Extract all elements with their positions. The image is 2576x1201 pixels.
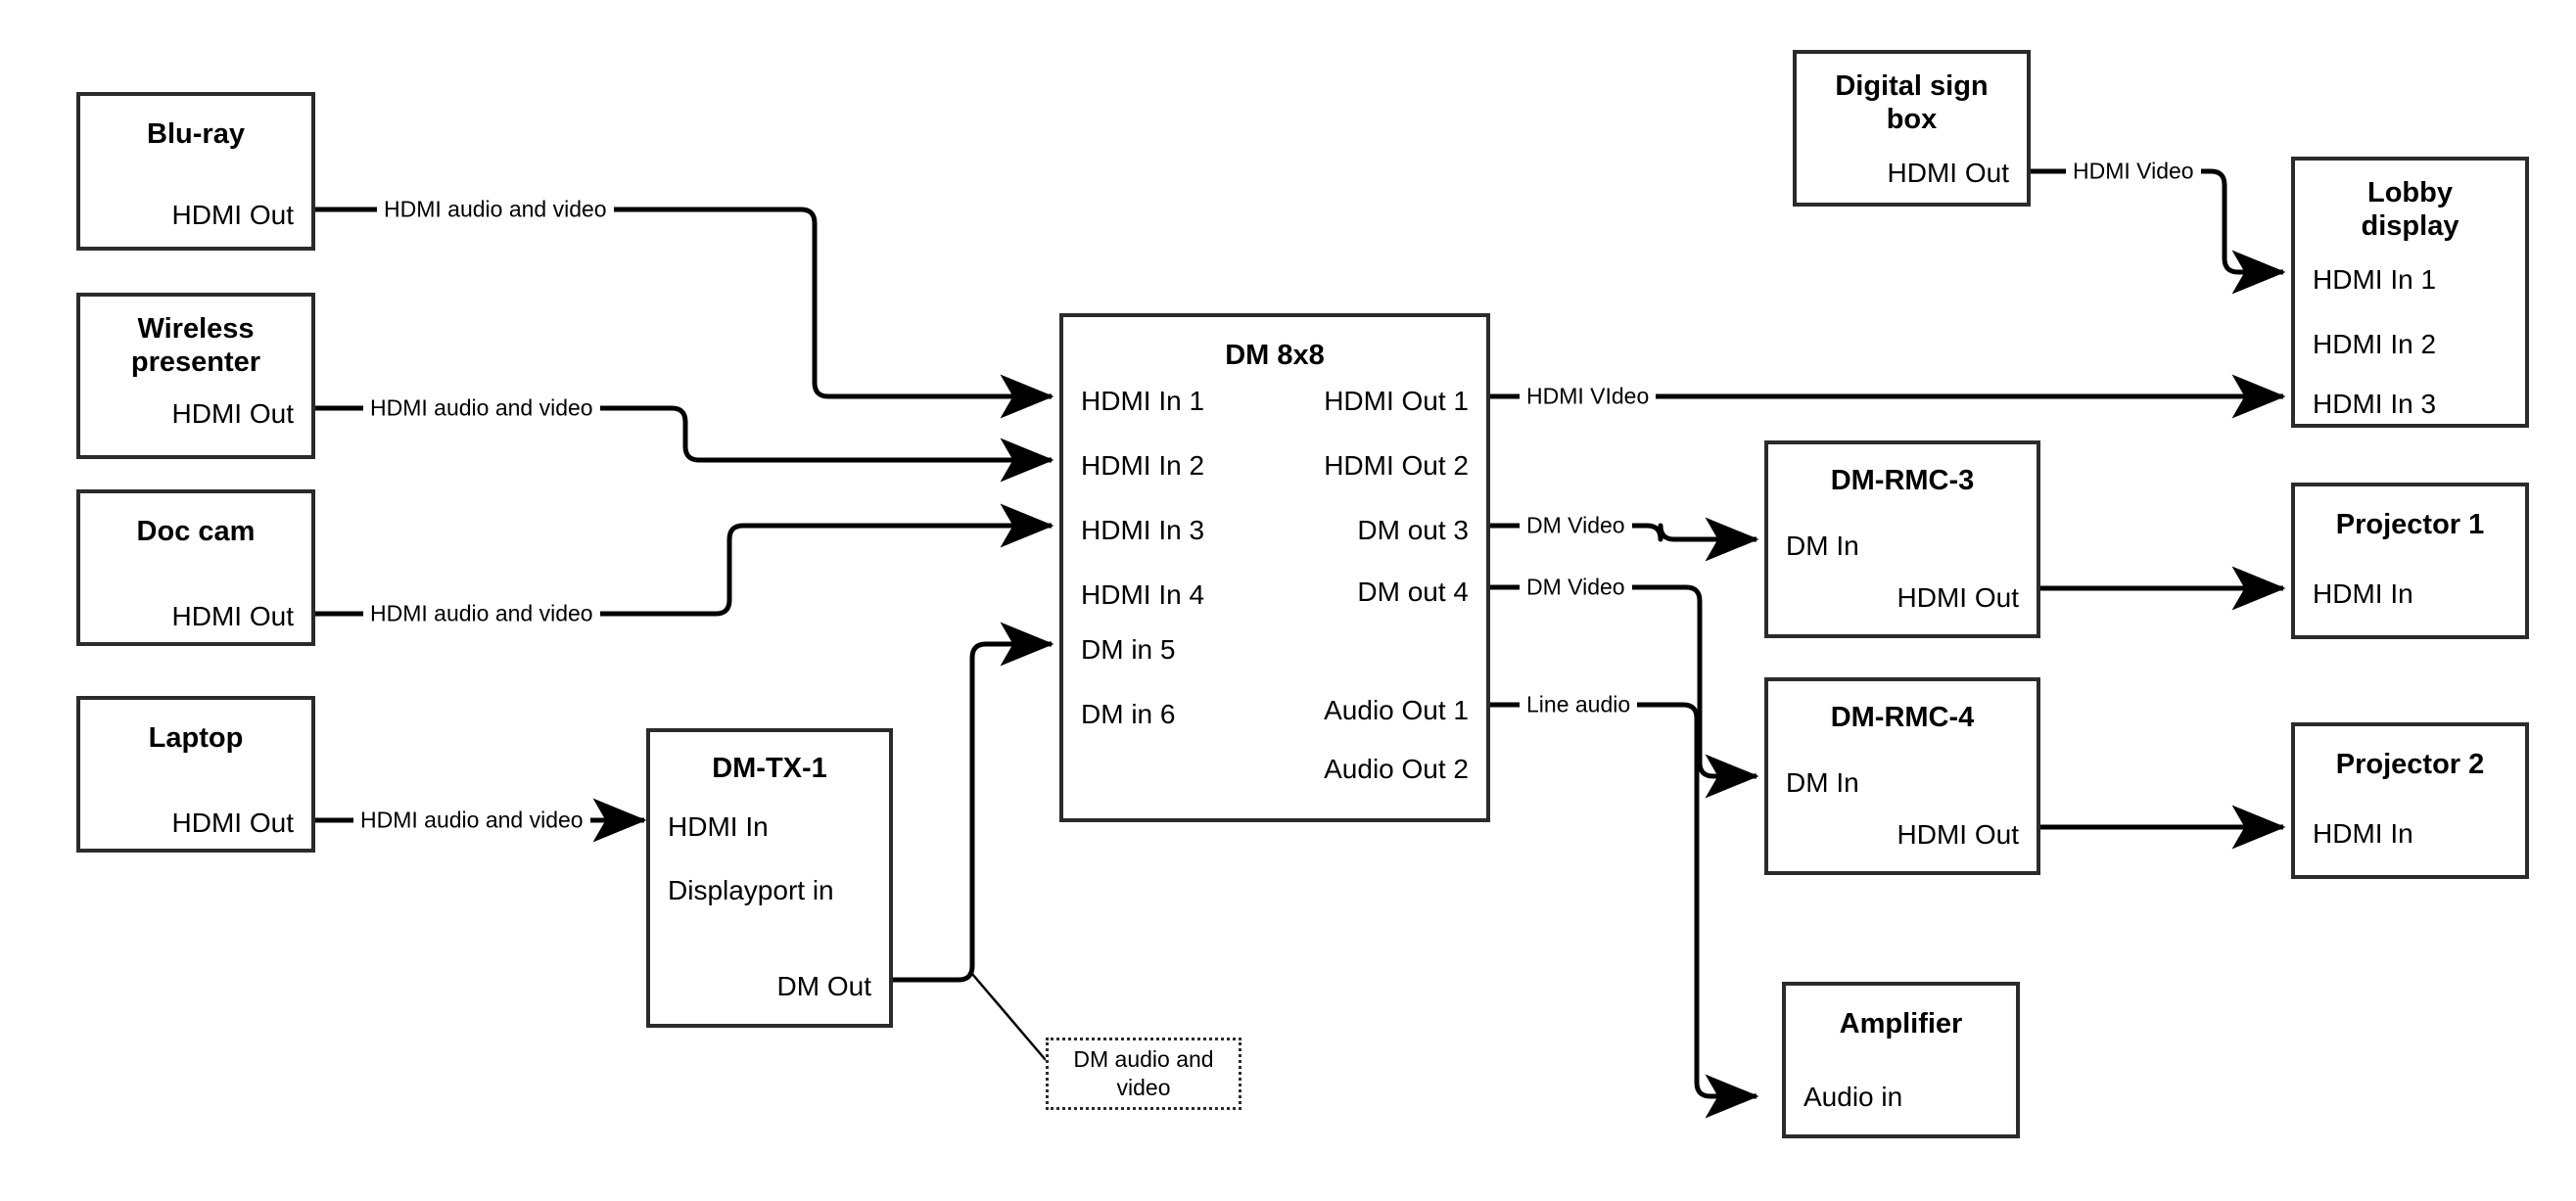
node-digital-sign-box-port-hdmi-out: HDMI Out [1887, 158, 2009, 188]
node-lobby-display-port-hdmi-in-1: HDMI In 1 [2313, 264, 2437, 295]
node-bluray-port-hdmi-out: HDMI Out [171, 200, 294, 230]
node-bluray[interactable]: Blu-ray HDMI Out [76, 92, 315, 251]
node-dm-8x8-port-dm-out-3: DM out 3 [1357, 515, 1469, 545]
node-dm-8x8-port-hdmi-in-1: HDMI In 1 [1081, 386, 1205, 416]
wire-callout-leader [971, 973, 1047, 1061]
node-wireless-presenter-title: Wireless presenter [130, 313, 261, 379]
node-dm-tx-1-port-hdmi-in: HDMI In [668, 811, 769, 842]
node-dm-8x8-port-hdmi-in-2: HDMI In 2 [1081, 450, 1205, 481]
node-projector-2-title: Projector 2 [2335, 749, 2485, 780]
node-dm-rmc-4-port-dm-in: DM In [1786, 767, 1859, 798]
node-dm-8x8-port-hdmi-out-2: HDMI Out 2 [1324, 450, 1469, 481]
node-dm-rmc-4[interactable]: DM-RMC-4 DM In HDMI Out [1764, 677, 2040, 875]
node-dm-tx-1-port-displayport-in: Displayport in [668, 875, 834, 905]
wire-label-wireless: HDMI audio and video [363, 396, 600, 420]
node-projector-2-port-hdmi-in: HDMI In [2313, 818, 2413, 849]
node-dm-rmc-3-port-dm-in: DM In [1786, 531, 1859, 561]
wire-bluray-to-dm-in1 [315, 207, 1054, 419]
node-doc-cam-title: Doc cam [136, 516, 256, 547]
wire-label-audioout1: Line audio [1520, 693, 1638, 716]
node-dm-rmc-4-port-hdmi-out: HDMI Out [1897, 819, 2019, 850]
wire-label-bluray: HDMI audio and video [377, 198, 614, 221]
node-dm-tx-1-port-dm-out: DM Out [776, 971, 871, 1001]
node-amplifier-title: Amplifier [1839, 1008, 1963, 1039]
node-dm-8x8-port-dm-out-4: DM out 4 [1357, 577, 1469, 607]
node-doc-cam-port-hdmi-out: HDMI Out [171, 601, 294, 631]
node-wireless-presenter[interactable]: Wireless presenter HDMI Out [76, 293, 315, 459]
wire-label-dmout3: DM Video [1520, 514, 1632, 537]
wire-dm-audioout1-to-amplifier [1490, 702, 1759, 1119]
node-dm-8x8-port-dm-in-6: DM in 6 [1081, 699, 1176, 729]
node-laptop[interactable]: Laptop HDMI Out [76, 696, 315, 853]
node-projector-1-port-hdmi-in: HDMI In [2313, 578, 2413, 609]
node-dm-8x8[interactable]: DM 8x8 HDMI In 1 HDMI In 2 HDMI In 3 HDM… [1059, 313, 1490, 822]
callout-dm-audio-and-video: DM audio and video [1046, 1038, 1241, 1110]
node-laptop-title: Laptop [148, 722, 244, 754]
wire-label-sign: HDMI Video [2066, 160, 2201, 183]
node-dm-tx-1[interactable]: DM-TX-1 HDMI In Displayport in DM Out [646, 728, 893, 1028]
node-bluray-title: Blu-ray [147, 118, 245, 150]
node-lobby-display-title: Lobby display [2361, 177, 2459, 243]
wire-dmtx1-to-dm-in5 [893, 622, 1054, 983]
node-dm-rmc-4-title: DM-RMC-4 [1830, 702, 1975, 733]
node-amplifier-port-audio-in: Audio in [1803, 1082, 1903, 1112]
node-digital-sign-box[interactable]: Digital sign box HDMI Out [1793, 50, 2031, 207]
node-dm-8x8-port-dm-in-5: DM in 5 [1081, 634, 1176, 665]
node-amplifier[interactable]: Amplifier Audio in [1782, 982, 2020, 1138]
wire-sign-to-lobby-in1 [2031, 168, 2286, 295]
node-dm-8x8-port-hdmi-in-4: HDMI In 4 [1081, 579, 1205, 610]
node-dm-8x8-port-audio-out-1: Audio Out 1 [1324, 695, 1469, 725]
node-doc-cam[interactable]: Doc cam HDMI Out [76, 489, 315, 646]
node-projector-1-title: Projector 1 [2335, 509, 2485, 540]
wire-dm-out4-to-rmc4 [1490, 584, 1759, 799]
node-laptop-port-hdmi-out: HDMI Out [171, 808, 294, 838]
node-lobby-display-port-hdmi-in-3: HDMI In 3 [2313, 389, 2437, 419]
wire-label-hdmiout1: HDMI VIdeo [1520, 385, 1657, 408]
node-dm-rmc-3[interactable]: DM-RMC-3 DM In HDMI Out [1764, 440, 2040, 638]
wire-label-doccam: HDMI audio and video [363, 602, 600, 625]
node-dm-8x8-port-hdmi-in-3: HDMI In 3 [1081, 515, 1205, 545]
node-projector-2[interactable]: Projector 2 HDMI In [2291, 722, 2529, 879]
node-dm-tx-1-title: DM-TX-1 [712, 753, 827, 784]
node-dm-8x8-title: DM 8x8 [1225, 340, 1325, 371]
node-dm-rmc-3-port-hdmi-out: HDMI Out [1897, 582, 2019, 613]
node-dm-8x8-port-audio-out-2: Audio Out 2 [1324, 754, 1469, 784]
node-lobby-display-port-hdmi-in-2: HDMI In 2 [2313, 329, 2437, 359]
node-wireless-presenter-port-hdmi-out: HDMI Out [171, 398, 294, 429]
node-dm-8x8-port-hdmi-out-1: HDMI Out 1 [1324, 386, 1469, 416]
wire-label-laptop: HDMI audio and video [353, 808, 590, 832]
wire-label-dmout4: DM Video [1520, 576, 1632, 599]
node-dm-rmc-3-title: DM-RMC-3 [1830, 465, 1975, 496]
node-lobby-display[interactable]: Lobby display HDMI In 1 HDMI In 2 HDMI I… [2291, 157, 2529, 428]
node-projector-1[interactable]: Projector 1 HDMI In [2291, 483, 2529, 639]
node-digital-sign-box-title: Digital sign box [1835, 70, 1989, 136]
